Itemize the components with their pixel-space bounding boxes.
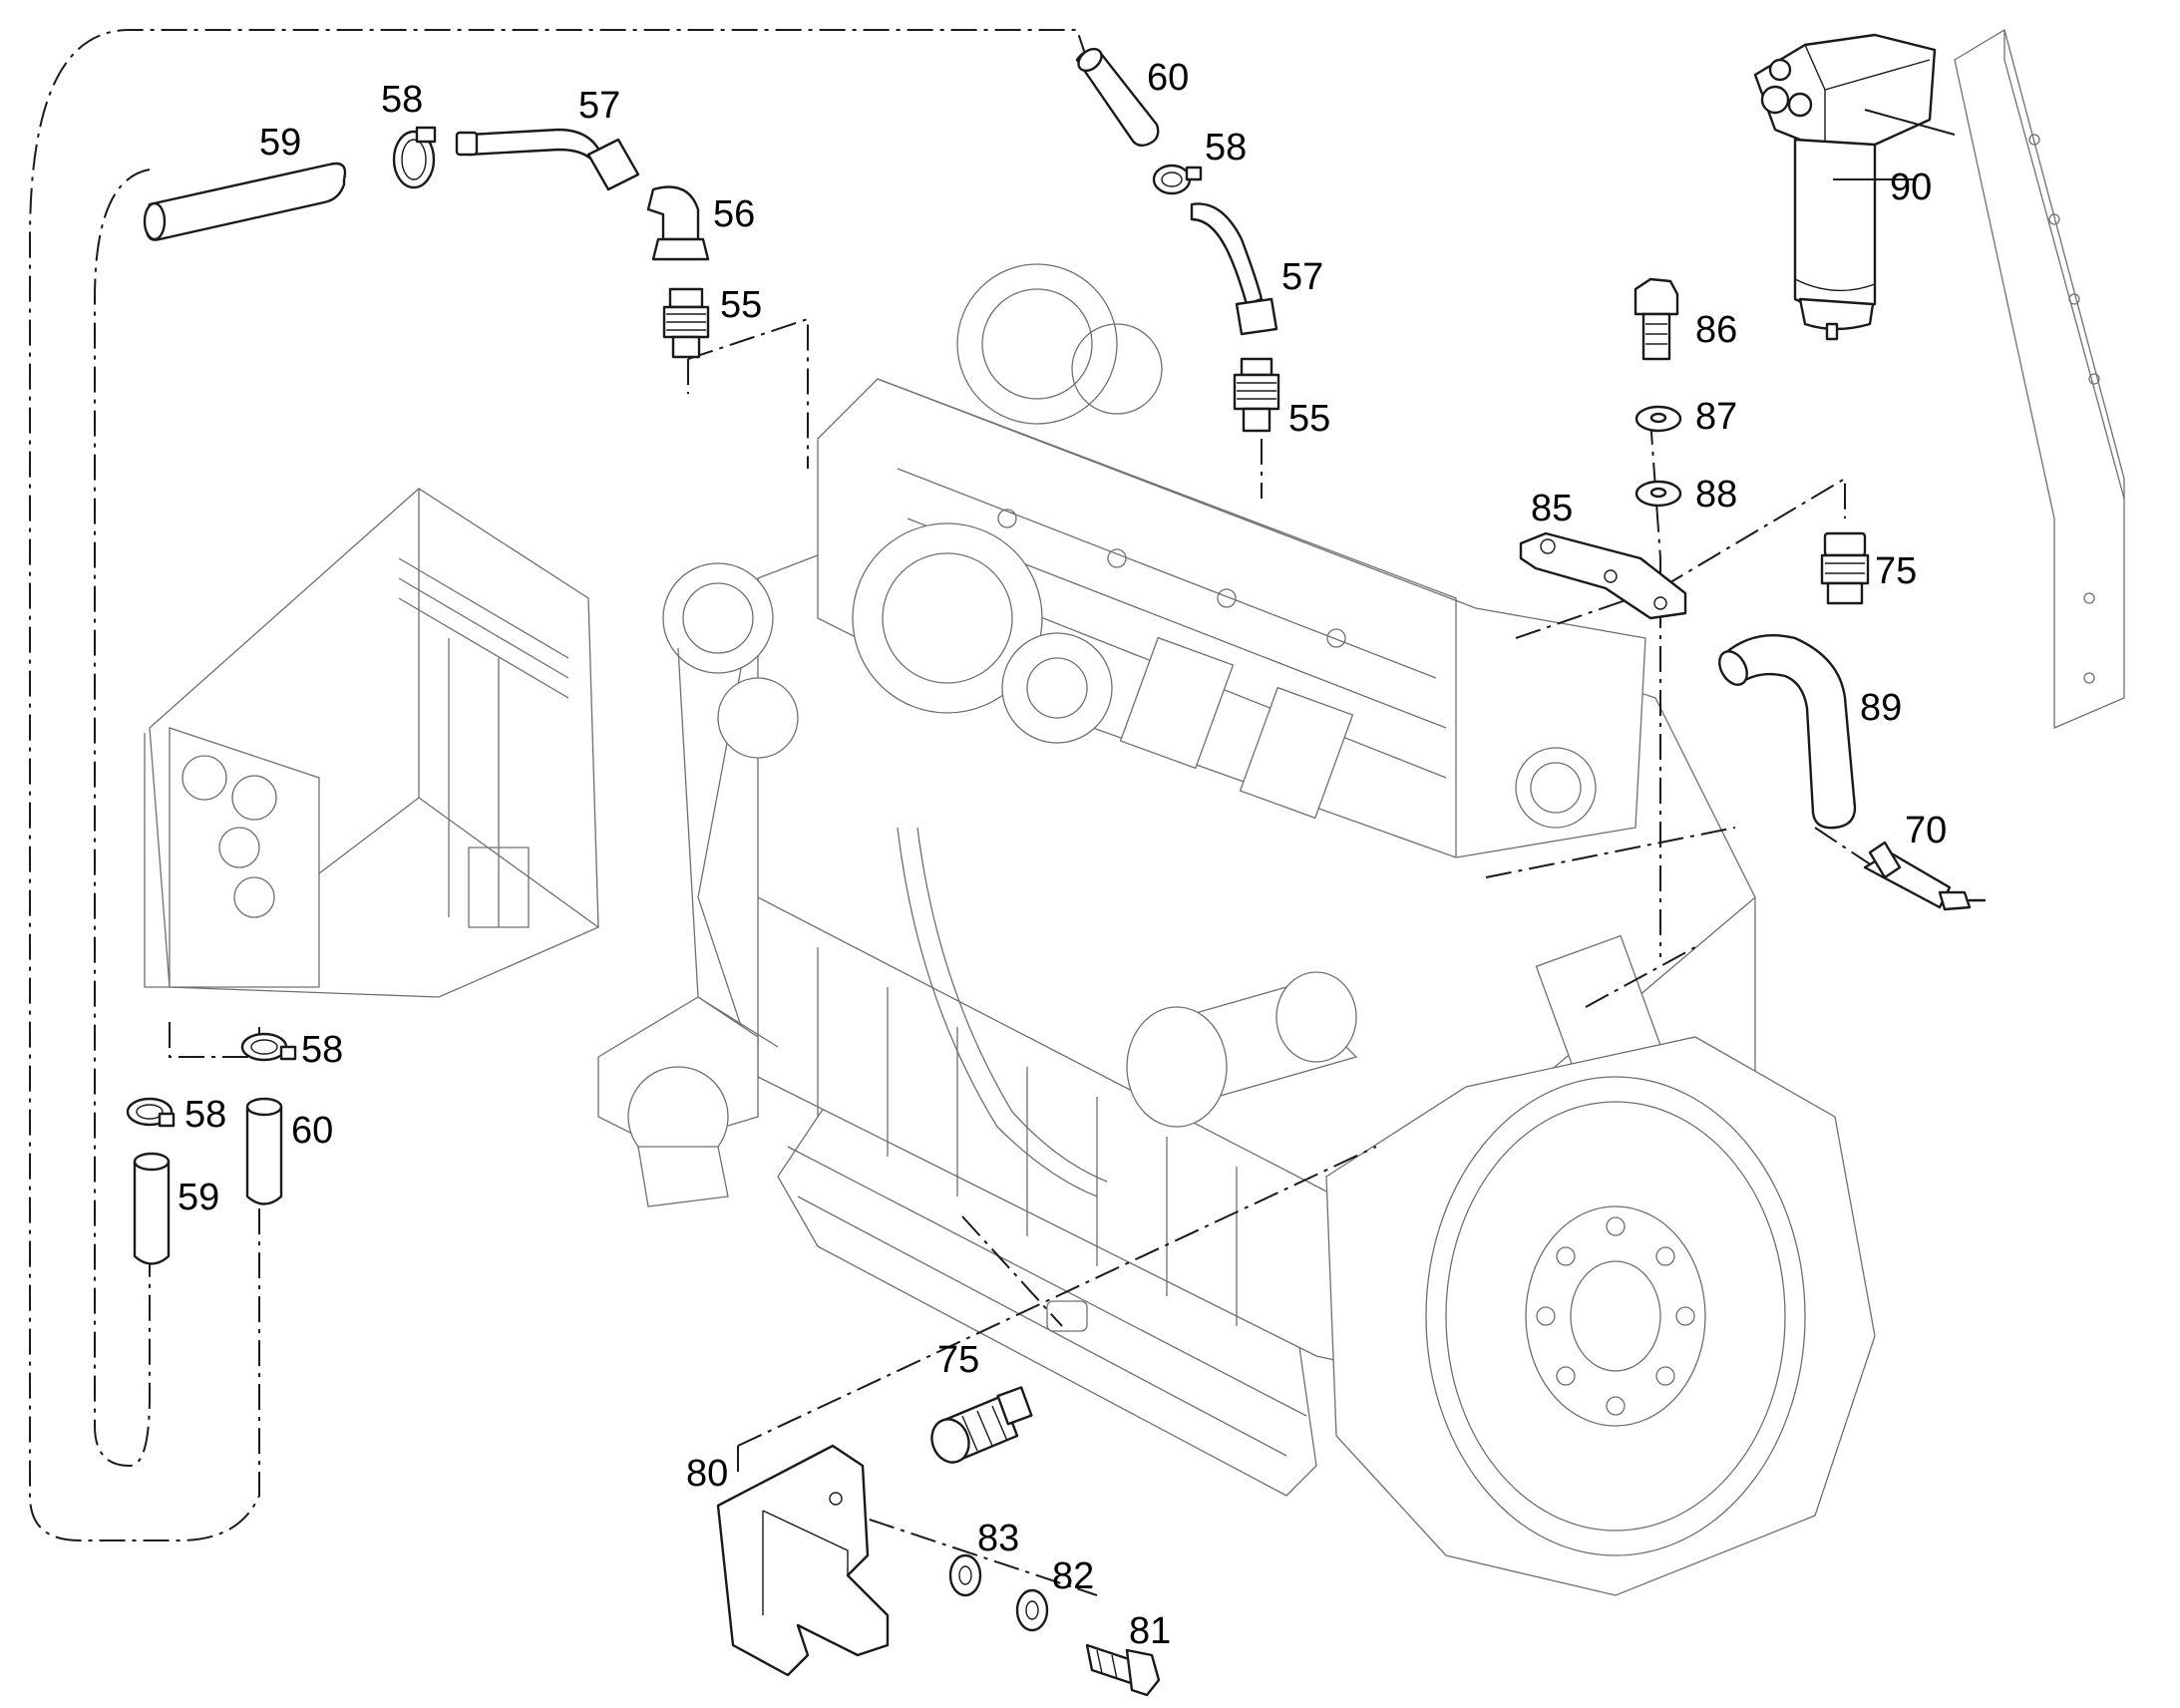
- callout-55-right: 55: [1288, 398, 1330, 440]
- callout-labels: 59 58 57 56 55 60 58 57 55 90 86 87 88 8…: [178, 57, 1947, 1652]
- part-59-hose-lower: [133, 1152, 171, 1265]
- part-86-bolt: [1634, 277, 1679, 361]
- callout-85: 85: [1531, 488, 1573, 529]
- part-75-plug-lower: [930, 1386, 1033, 1464]
- part-75-plug-upper: [1820, 531, 1870, 605]
- part-55-fitting-left: [662, 287, 710, 359]
- callout-56: 56: [713, 193, 755, 235]
- heat-exchanger-housing: [144, 488, 599, 998]
- callout-57-left: 57: [578, 85, 620, 127]
- callout-87: 87: [1695, 396, 1737, 438]
- part-89-hose: [1718, 634, 1857, 830]
- part-58-clamp-middle: [1152, 164, 1203, 195]
- part-82-washer: [1015, 1588, 1049, 1632]
- callout-80: 80: [686, 1453, 728, 1495]
- mounting-bracket: [1954, 28, 2125, 729]
- part-81-bolt: [1085, 1643, 1161, 1697]
- part-55-fitting-right: [1233, 357, 1280, 433]
- part-56-elbow-fitting: [646, 185, 710, 261]
- part-60-hose-lower: [245, 1097, 283, 1205]
- part-58-clamp-lower-left: [126, 1097, 176, 1128]
- callout-82: 82: [1052, 1555, 1094, 1597]
- part-88-washer: [1635, 480, 1682, 508]
- callout-59-upper: 59: [259, 122, 301, 164]
- part-58-clamp-lower-right: [240, 1032, 297, 1062]
- part-57-pipe-right: [1190, 202, 1278, 336]
- callout-58-middle: 58: [1205, 127, 1247, 169]
- part-90-filter: [1753, 33, 1937, 341]
- part-58-clamp-upper: [392, 126, 437, 189]
- callout-60-upper: 60: [1147, 57, 1189, 99]
- callout-88: 88: [1695, 474, 1737, 515]
- part-70-sensor: [1863, 841, 1987, 911]
- callout-58-lower-right: 58: [301, 1029, 343, 1071]
- callout-58-upper: 58: [381, 79, 423, 121]
- part-59-hose-upper: [143, 162, 347, 241]
- callout-57-right: 57: [1281, 256, 1323, 298]
- part-85-bracket: [1519, 531, 1687, 620]
- callout-89: 89: [1860, 687, 1902, 729]
- part-60-hose-upper: [1075, 47, 1160, 148]
- callout-90: 90: [1890, 167, 1932, 208]
- callout-60-lower: 60: [291, 1110, 333, 1152]
- callout-83: 83: [977, 1518, 1019, 1559]
- callout-75-lower: 75: [937, 1339, 979, 1381]
- part-87-washer: [1635, 405, 1682, 433]
- callout-81: 81: [1129, 1610, 1171, 1652]
- engine-assembly: [597, 263, 1876, 1596]
- part-83-washer: [948, 1553, 982, 1597]
- callout-55-left: 55: [720, 284, 762, 326]
- leader-lines: [1833, 109, 1956, 180]
- callout-75-upper: 75: [1875, 550, 1917, 592]
- part-80-plate: [716, 1444, 890, 1677]
- callout-58-lower-left: 58: [184, 1094, 226, 1136]
- callout-86: 86: [1695, 309, 1737, 351]
- hose-routing-lines: [29, 29, 1876, 1596]
- part-57-pipe-left: [455, 128, 640, 191]
- callout-59-lower: 59: [178, 1177, 219, 1218]
- callout-70: 70: [1905, 810, 1947, 852]
